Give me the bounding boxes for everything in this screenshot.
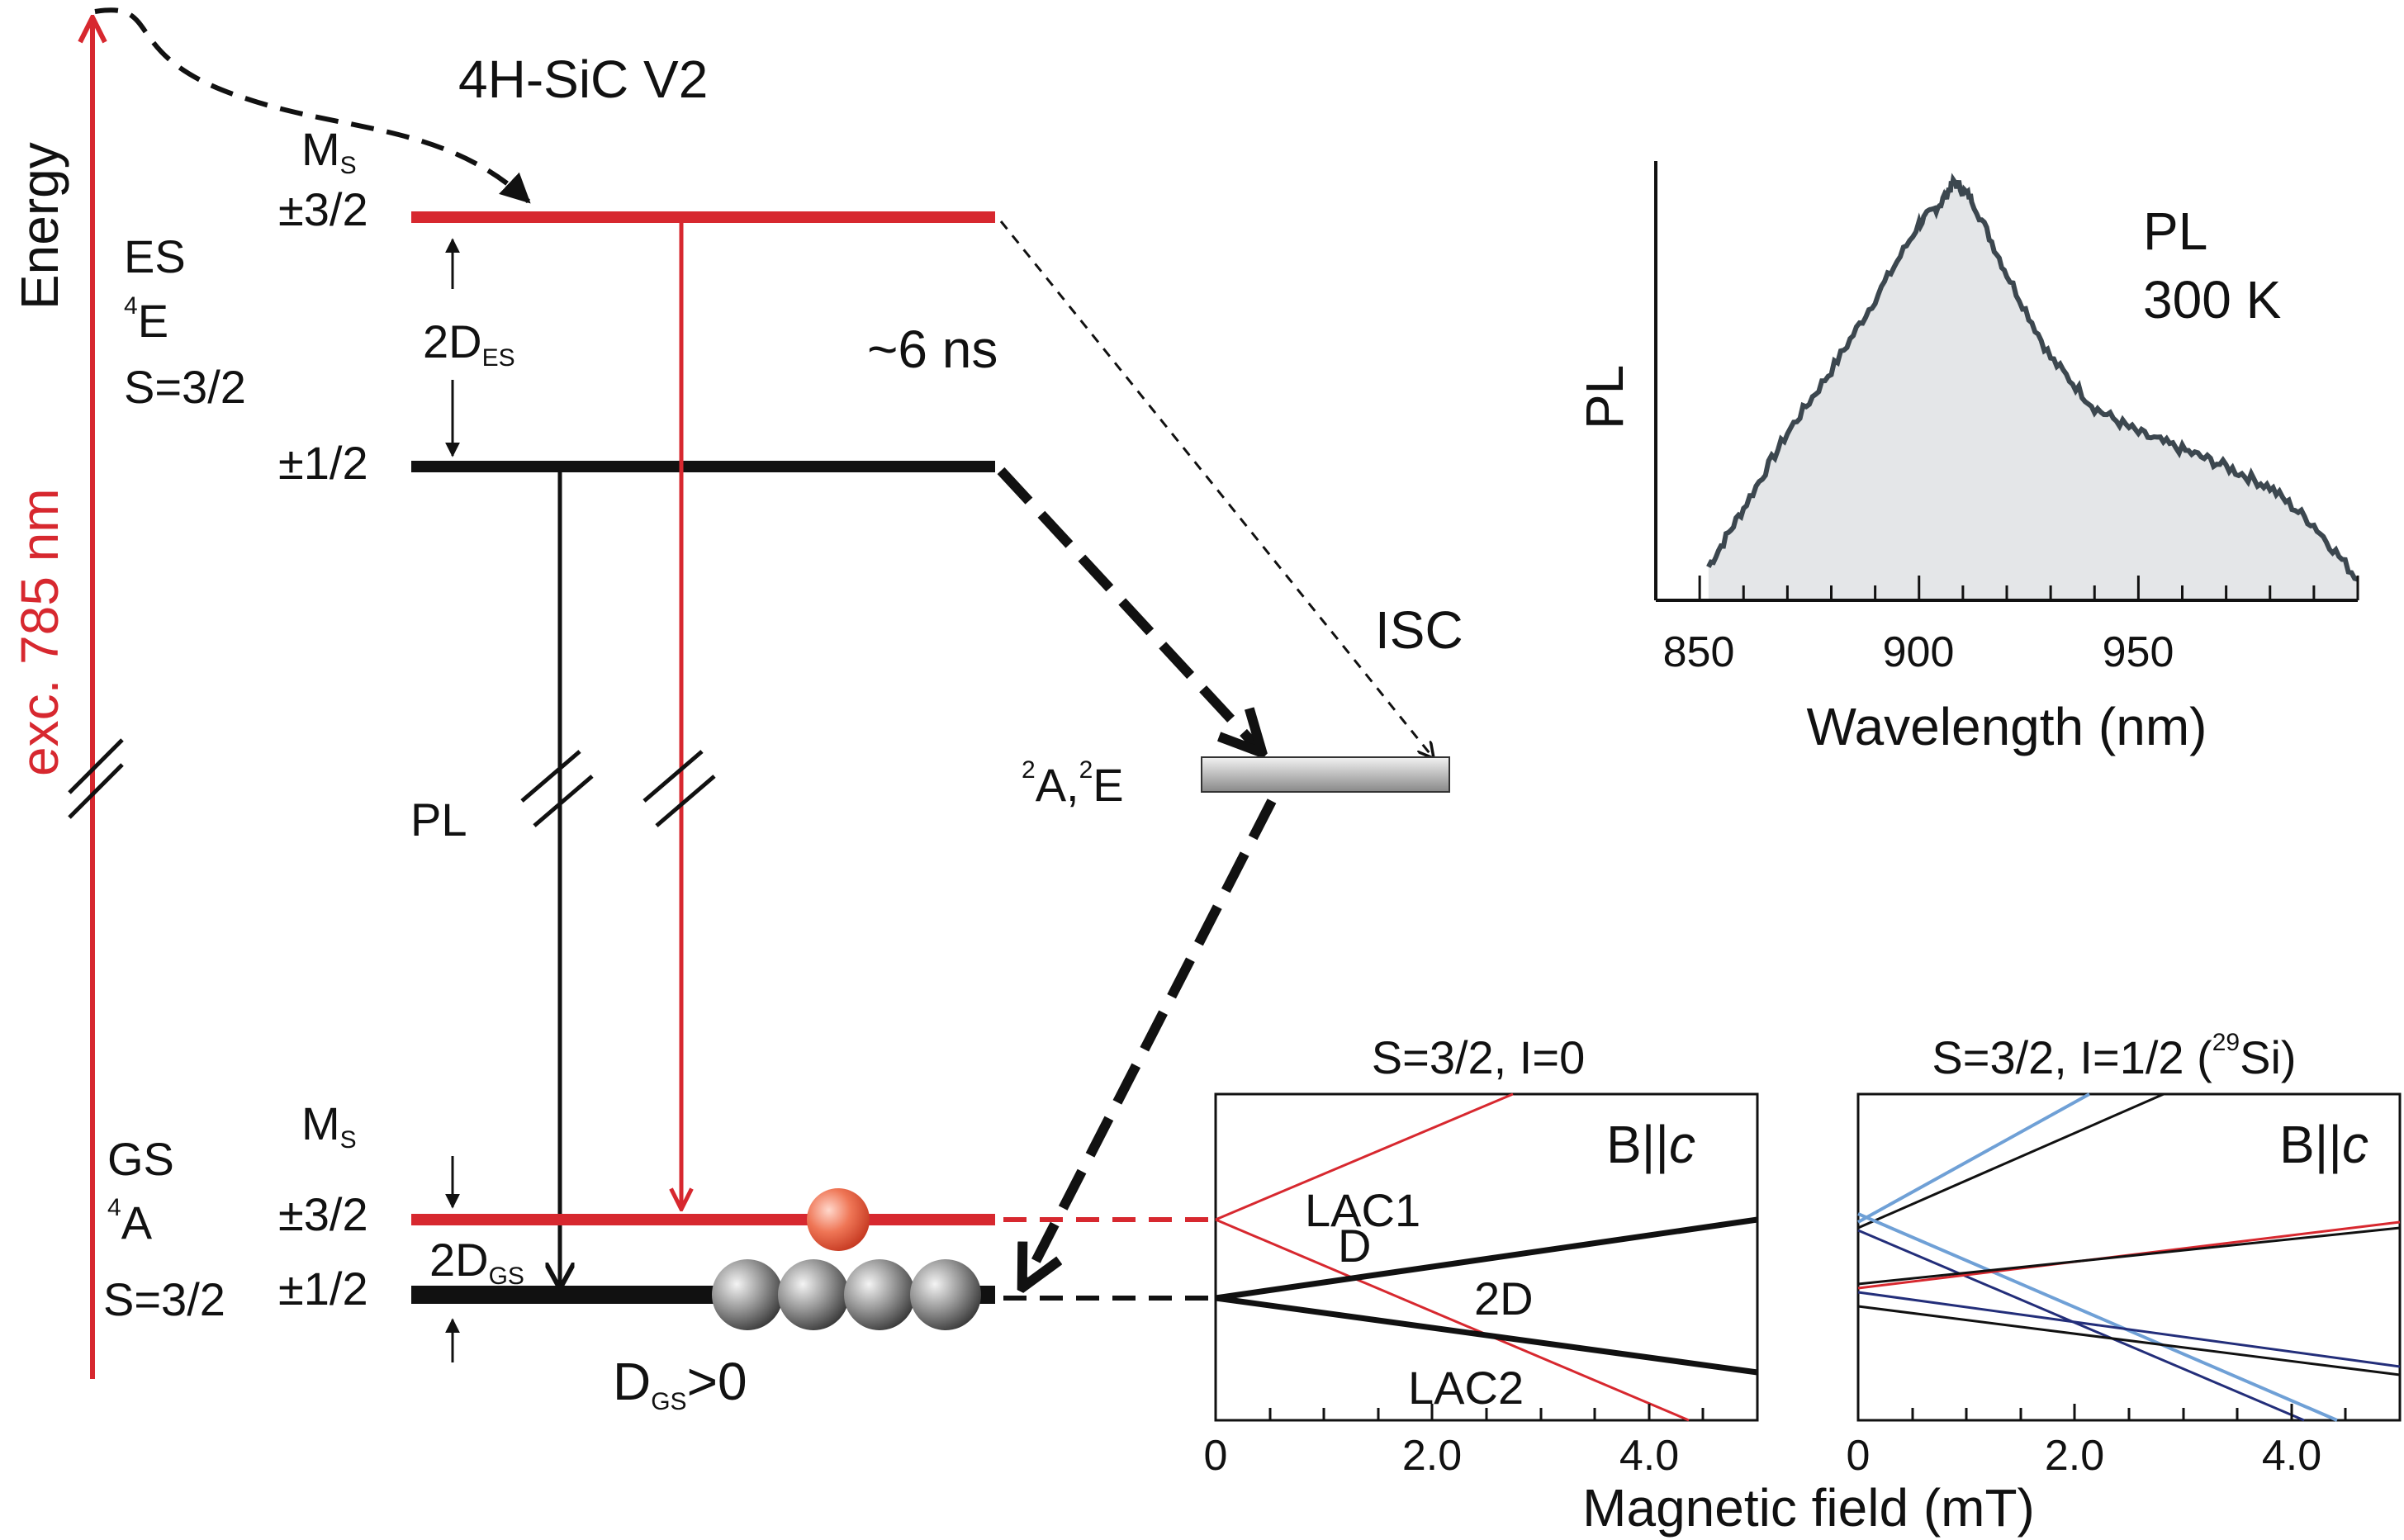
gs-name: GS — [107, 1133, 174, 1185]
lac-right-black-mid — [1857, 1226, 2401, 1286]
lac-2d-label: 2D — [1474, 1272, 1534, 1324]
lac-right-ticks — [1911, 1404, 2347, 1420]
population-ball-red — [807, 1188, 870, 1251]
es-term: 4E — [124, 292, 168, 347]
lac-left-tick-4: 4.0 — [1619, 1432, 1679, 1480]
gs-upper-label: ±3/2 — [278, 1188, 368, 1240]
black-pl-break-1 — [520, 750, 581, 803]
lac-right-lightblue-down — [1857, 1212, 2338, 1422]
lac-left-black-down — [1215, 1295, 1758, 1376]
gs-spin: S=3/2 — [103, 1273, 225, 1325]
pl-ylabel: PL — [1575, 365, 1634, 429]
lac-left-black-up — [1215, 1216, 1758, 1301]
lac-left-tick-0: 0 — [1204, 1432, 1228, 1480]
es-spin: S=3/2 — [124, 361, 246, 413]
gs-lower-label: ±1/2 — [278, 1263, 368, 1315]
lac-right-tick-0: 0 — [1847, 1432, 1871, 1480]
lac-right-darkblue-down — [1857, 1229, 2305, 1422]
lac-right-tick-4: 4.0 — [2262, 1432, 2321, 1480]
return-thick-arrow — [1024, 798, 1277, 1284]
energy-label: Energy — [10, 142, 69, 310]
axis-break-2 — [68, 763, 124, 819]
es-lower-label: ±1/2 — [278, 437, 368, 489]
lac-left-ticks — [1268, 1404, 1705, 1420]
population-ball-1 — [712, 1259, 783, 1330]
pl-temp-label: 300 K — [2143, 270, 2281, 329]
lac-left-field: B||c — [1606, 1115, 1695, 1174]
lac-right-field: B||c — [2279, 1115, 2368, 1174]
es-splitting-label: 2DES — [423, 315, 515, 372]
pl-spectrum-chart: 850 900 950 Wavelength (nm) PL PL 300 K — [1575, 161, 2359, 756]
lac-right-tick-2: 2.0 — [2045, 1432, 2104, 1480]
pl-label: PL — [2143, 201, 2207, 261]
es-upper-label: ±3/2 — [278, 183, 368, 235]
lac-right-panel: S=3/2, I=1/2 (29Si) B||c 0 2.0 4.0 — [1847, 1029, 2402, 1480]
excitation-label: exc. 785 nm — [10, 488, 69, 776]
lac-d-label: D — [1338, 1220, 1371, 1272]
gs-term: 4A — [107, 1194, 153, 1249]
pl-x-ticks — [1698, 576, 2359, 600]
gs-ms-label: MS — [301, 1097, 357, 1154]
lac1-label: LAC1 — [1305, 1184, 1420, 1236]
lac-right-black-up — [1857, 1092, 2165, 1230]
isc-thick-arrow — [997, 467, 1259, 750]
pl-tick-850: 850 — [1663, 628, 1735, 676]
gs-splitting-label: 2DGS — [429, 1234, 524, 1290]
red-pl-break-1 — [642, 750, 704, 803]
pl-spectrum-line — [1706, 173, 2359, 582]
population-ball-4 — [910, 1259, 981, 1330]
pl-transition-label: PL — [410, 794, 467, 846]
pl-spectrum-fill — [1708, 179, 2358, 600]
metastable-label: 2A,2E — [1022, 756, 1124, 811]
relaxation-curve — [94, 7, 531, 204]
pl-tick-950: 950 — [2103, 628, 2174, 676]
es-ms-label: MS — [301, 123, 357, 179]
lac-left-red-up — [1215, 1092, 1514, 1221]
population-ball-3 — [844, 1259, 915, 1330]
lifetime-label: ~6 ns — [867, 320, 998, 379]
metastable-level — [1201, 756, 1450, 793]
es-name: ES — [124, 230, 186, 282]
red-pl-break-2 — [655, 775, 716, 827]
diagram-title: 4H-SiC V2 — [458, 50, 708, 109]
population-ball-2 — [778, 1259, 849, 1330]
lac-right-darkblue-mid — [1857, 1291, 2401, 1368]
lac-right-title: S=3/2, I=1/2 (29Si) — [1932, 1029, 2296, 1083]
lac-right-lightblue-up — [1857, 1092, 2090, 1224]
magnetic-field-axis-label: Magnetic field (mT) — [1582, 1478, 2035, 1538]
lac-left-title: S=3/2, I=0 — [1372, 1031, 1585, 1083]
pl-xlabel: Wavelength (nm) — [1807, 697, 2207, 756]
gs-d-label: DGS>0 — [613, 1352, 747, 1415]
black-pl-break-2 — [533, 775, 594, 827]
axis-break-1 — [68, 738, 124, 794]
lac2-label: LAC2 — [1408, 1362, 1524, 1414]
isc-label: ISC — [1375, 600, 1463, 660]
isc-thin-arrow — [999, 220, 1433, 757]
lac-left-panel: S=3/2, I=0 B||c LAC1 D 2D LAC2 0 2.0 4.0 — [1204, 1031, 1759, 1480]
lac-left-red-down — [1215, 1218, 1690, 1422]
lac-left-tick-2: 2.0 — [1402, 1432, 1462, 1480]
lac-right-black-down — [1857, 1305, 2401, 1377]
pl-tick-900: 900 — [1883, 628, 1955, 676]
